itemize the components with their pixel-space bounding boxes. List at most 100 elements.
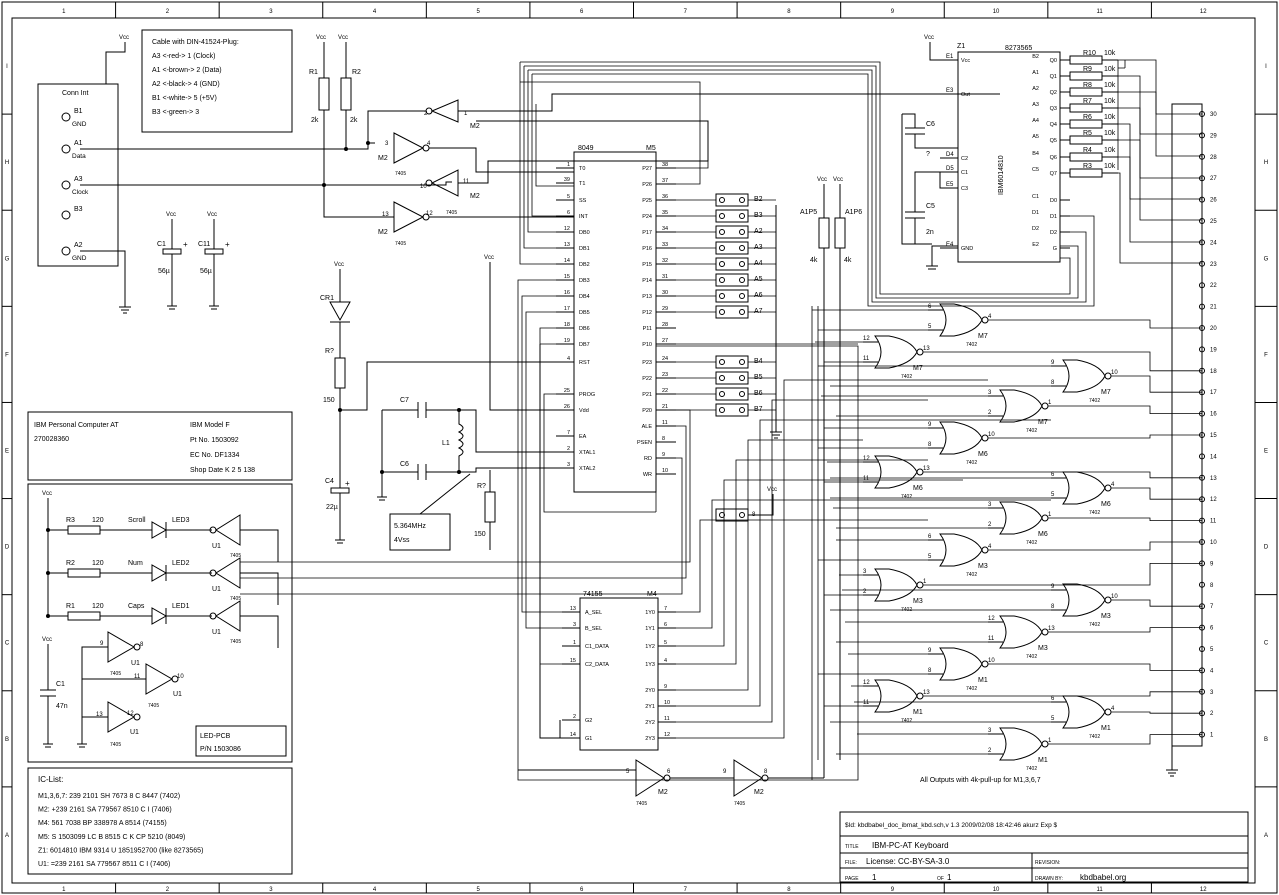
decoder-pin-number: 3 <box>573 622 576 628</box>
column-marker-top: 3 <box>269 9 273 15</box>
mcu-pin-number: 23 <box>662 372 668 378</box>
nor-gate <box>939 421 983 455</box>
svg-text:C6: C6 <box>926 121 935 128</box>
latch-pin-label: D0 <box>1050 198 1057 204</box>
nor-pin: 12 <box>863 336 870 342</box>
svg-text:kbdbabel.org: kbdbabel.org <box>1080 873 1126 882</box>
row-marker-right: D <box>1264 545 1269 551</box>
nor-pin: 10 <box>1111 370 1118 376</box>
nor-pin: 9 <box>1051 584 1055 590</box>
nor-pin: 1 <box>1048 738 1052 744</box>
column-marker-top: 8 <box>787 9 791 15</box>
led-icon <box>151 607 168 625</box>
svg-text:M2: M2 <box>470 193 480 200</box>
nor-ref: M3 <box>1101 613 1111 620</box>
nor-pin: 6 <box>1051 696 1055 702</box>
ic-list-line: M5: S 1503099 LC B 8515 C K CP 5210 (804… <box>38 834 185 841</box>
nor-pin: 9 <box>928 648 932 654</box>
svg-text:Pt No. 1503092: Pt No. 1503092 <box>190 437 239 444</box>
header-pin-label: 10 <box>1210 540 1217 546</box>
mcu-pin-number: 10 <box>662 468 668 474</box>
latch-pin-name: B2 <box>1032 54 1039 60</box>
mcu-pin-name: P11 <box>643 326 652 332</box>
svg-text:56µ: 56µ <box>158 268 170 275</box>
led-label: Caps <box>128 603 145 610</box>
header-pin-label: 1 <box>1210 733 1214 739</box>
jumper <box>715 371 749 385</box>
header-pin <box>1199 132 1205 139</box>
svg-text:U1: U1 <box>131 660 140 667</box>
mcu-pin-name: P12 <box>642 310 652 316</box>
header-pin-label: 19 <box>1210 347 1217 353</box>
nor-gate <box>999 727 1043 761</box>
decoder-pin-number: 10 <box>664 700 670 706</box>
svg-text:3: 3 <box>385 141 389 147</box>
svg-text:Vcc: Vcc <box>338 35 348 41</box>
nor-ref: M6 <box>1038 531 1048 538</box>
header-pin-label: 26 <box>1210 198 1217 204</box>
nor-ref: M6 <box>978 451 988 458</box>
column-marker-top: 10 <box>993 9 1000 15</box>
nor-pin: 3 <box>988 728 992 734</box>
column-marker-bottom: 7 <box>684 887 688 893</box>
mcu-pin-name: P16 <box>642 246 652 252</box>
decoder-pin-name: G2 <box>585 718 592 724</box>
nor-pin: 11 <box>863 356 870 362</box>
latch-pin-name: D4 <box>946 152 954 158</box>
decoder-pin-name: 2Y3 <box>645 736 655 742</box>
bulk-capacitors: Vcc Vcc + + C1 C11 56µ 56µ <box>157 212 230 310</box>
row-marker-left: G <box>5 256 10 262</box>
jumper <box>715 305 749 319</box>
latch-pin-name: A3 <box>1032 102 1039 108</box>
decoder-pin-name: 1Y3 <box>645 662 655 668</box>
nor-pin: 8 <box>928 668 932 674</box>
mcu-pin-number: 32 <box>662 258 668 264</box>
mcu-pin-number: 19 <box>564 338 570 344</box>
row-marker-right: H <box>1264 160 1268 166</box>
nor-ref: M7 <box>978 333 988 340</box>
mcu-pin-number: 13 <box>564 242 570 248</box>
mcu-pin-name: XTAL2 <box>579 466 595 472</box>
bank-resistor <box>1069 119 1103 129</box>
ic-list-line: Z1: 6014810 IBM 9314 U 1851952700 (like … <box>38 847 203 854</box>
header-pin <box>1199 346 1205 353</box>
nor-gate-array: 6547402M71211137402M798107402M73217402M7… <box>811 303 1202 780</box>
svg-text:R2: R2 <box>352 69 361 76</box>
mcu-pin-name: P13 <box>642 294 652 300</box>
svg-text:5.364MHz: 5.364MHz <box>394 523 426 530</box>
header-pin-label: 7 <box>1210 604 1214 610</box>
row-marker-right: I <box>1265 64 1267 70</box>
mcu-pin-number: 18 <box>564 322 570 328</box>
nor-pin: 5 <box>1051 716 1055 722</box>
mcu-pin-name: T1 <box>579 181 585 187</box>
u1-ref: U1 <box>212 586 221 593</box>
svg-text:9: 9 <box>723 769 727 775</box>
row-marker-right: G <box>1264 256 1269 262</box>
svg-text:2: 2 <box>424 111 428 117</box>
latch-pin-label: C3 <box>961 186 968 192</box>
nor-pin: 3 <box>988 502 992 508</box>
column-marker-bottom: 4 <box>373 887 377 893</box>
svg-text:4k: 4k <box>844 257 852 264</box>
connector-pin <box>61 246 71 256</box>
mcu-pin-number: 33 <box>662 242 668 248</box>
svg-text:1: 1 <box>872 873 877 882</box>
inner-frame <box>11 17 1256 884</box>
led-icon <box>151 564 168 582</box>
svg-text:74155: 74155 <box>583 591 603 598</box>
connector-pin-signal: Clock <box>72 189 89 196</box>
decoder-pin-name: G1 <box>585 736 592 742</box>
svg-text:Vcc: Vcc <box>42 491 52 497</box>
nor-ref: M1 <box>1101 725 1111 732</box>
nor-ref: M6 <box>913 485 923 492</box>
mcu-pin-number: 5 <box>567 194 570 200</box>
mcu-pin-name: P14 <box>642 278 652 284</box>
bank-resistor-name: R4 <box>1083 147 1092 154</box>
svg-text:13: 13 <box>96 712 103 718</box>
column-marker-top: 6 <box>580 9 584 15</box>
svg-text:REVISION:: REVISION: <box>1035 860 1060 866</box>
nor-gate <box>1062 471 1106 505</box>
nor-type: 7402 <box>1026 540 1037 546</box>
header-pin <box>1199 581 1205 588</box>
